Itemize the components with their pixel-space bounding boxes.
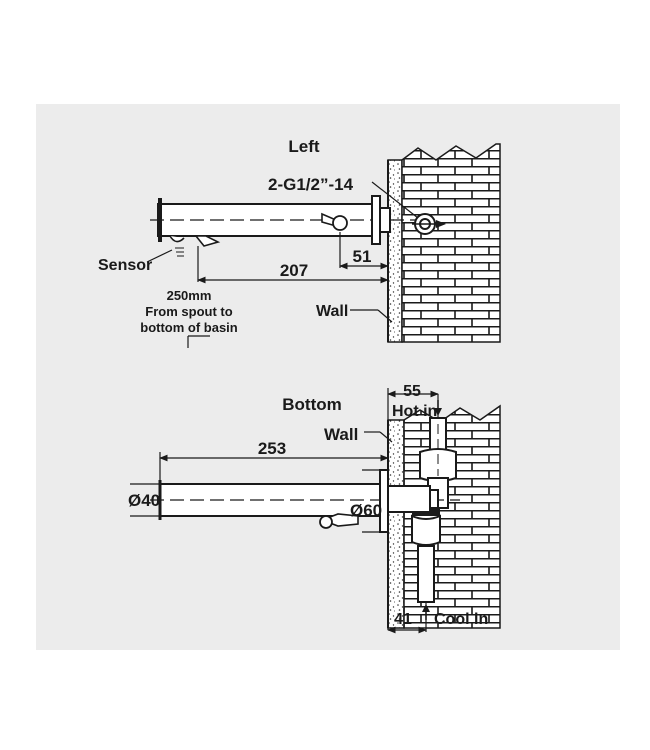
height-note-line-1: From spout to [145,304,232,319]
spout-length-dimension: 207 [280,261,308,280]
pipe-diameter-dimension: Ø40 [128,491,160,510]
drawing-panel [36,104,620,650]
thread-size-label: 2-G1/2”-14 [268,175,354,194]
thread-connection-icon [412,213,446,235]
sensor-icon [169,235,185,257]
hot-in-label: Hot in [392,403,437,420]
left-wall [387,143,501,343]
cool-in-label: Cool in [434,611,488,628]
left-wall-label: Wall [316,303,348,320]
top-offset-dimension: 55 [403,383,421,400]
left-view: Left 2-G1/2”-14 Sensor 207 51 250mm From… [98,137,501,348]
height-note-line-2: bottom of basin [140,320,238,335]
left-spout [150,195,446,257]
wall-offset-dimension: 51 [353,247,372,266]
bottom-spout [150,469,460,533]
height-value-label: 250mm [167,288,212,303]
flange-diameter-dimension: Ø60 [350,501,382,520]
left-view-title: Left [288,137,320,156]
spout-length-dimension-bottom: 253 [258,439,286,458]
hot-in-arrow-icon [434,400,442,416]
bottom-offset-dimension: 41 [394,611,412,628]
bottom-view-title: Bottom [282,395,341,414]
bottom-view: Bottom Wall 253 Ø40 Ø60 55 Hot in 41 Coo… [128,383,501,634]
bottom-wall-label: Wall [324,425,358,444]
cool-in-arrow-icon [422,604,430,620]
sensor-label: Sensor [98,257,152,274]
